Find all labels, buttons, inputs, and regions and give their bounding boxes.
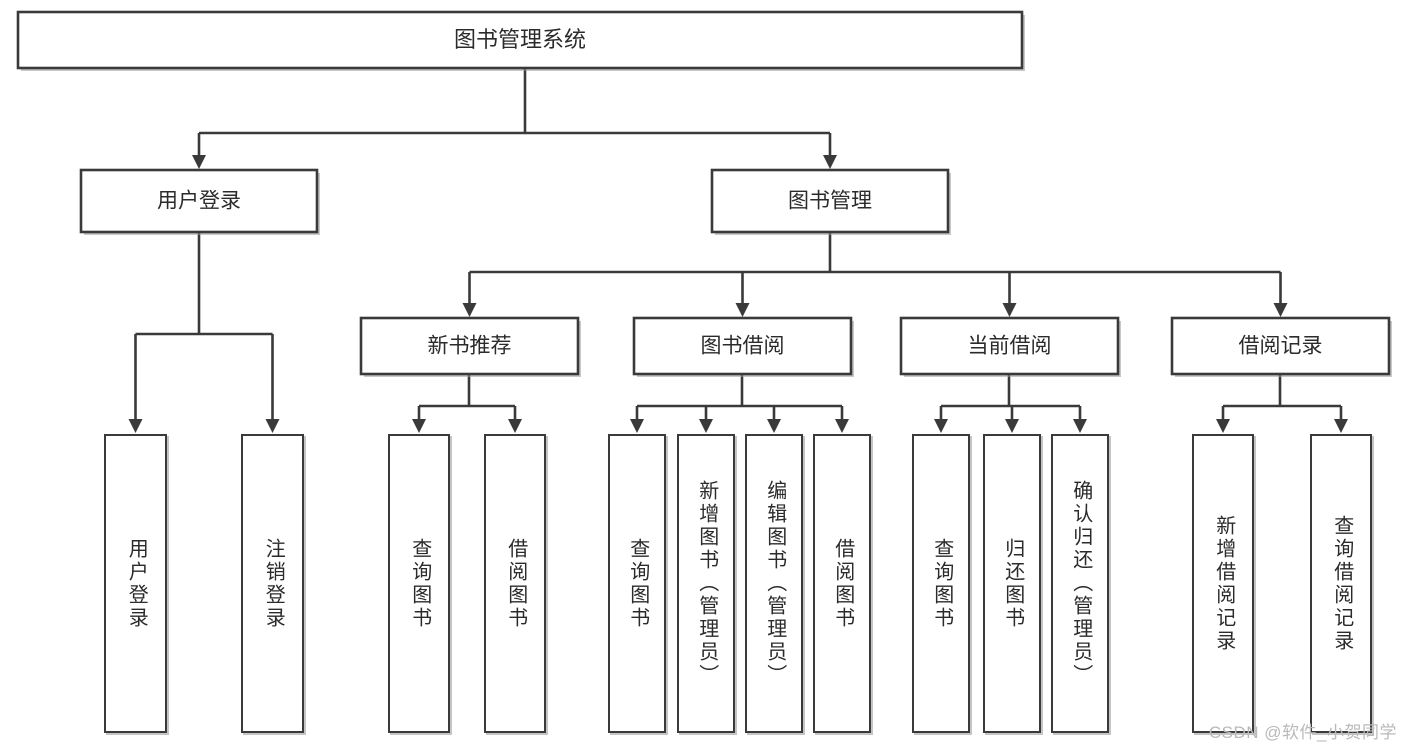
node-leaf-add-record[interactable]: 新增借阅记录	[1192, 434, 1254, 733]
node-label: 确认归还（管理员）	[1069, 480, 1092, 687]
node-leaf-query-record[interactable]: 查询借阅记录	[1310, 434, 1372, 733]
node-label: 用户登录	[157, 190, 241, 213]
node-label: 当前借阅	[968, 335, 1052, 358]
edge-new-book-rec-split	[412, 374, 522, 433]
node-label: 借阅图书	[504, 537, 527, 630]
node-leaf-query-book-bor[interactable]: 查询图书	[608, 434, 666, 733]
node-label: 查询图书	[626, 537, 649, 630]
node-leaf-return-book[interactable]: 归还图书	[983, 434, 1041, 733]
node-new-book-rec[interactable]: 新书推荐	[359, 316, 581, 377]
node-leaf-query-book-rec[interactable]: 查询图书	[388, 434, 450, 733]
edge-book-manage-split	[462, 232, 1288, 317]
node-label: 查询图书	[930, 537, 953, 630]
node-label: 编辑图书（管理员）	[763, 480, 786, 687]
node-borrow-record[interactable]: 借阅记录	[1170, 316, 1392, 377]
edges-layer	[128, 68, 1348, 433]
node-leaf-borrow-book-bor[interactable]: 借阅图书	[813, 434, 871, 733]
edge-root-split	[192, 68, 837, 169]
node-user-login[interactable]: 用户登录	[79, 168, 320, 235]
node-label: 图书管理	[788, 190, 872, 213]
node-label: 查询图书	[408, 537, 431, 630]
edge-borrow-record-split	[1216, 374, 1348, 433]
node-book-manage[interactable]: 图书管理	[710, 168, 951, 235]
node-label: 归还图书	[1001, 537, 1024, 630]
node-leaf-add-book[interactable]: 新增图书（管理员）	[677, 434, 735, 733]
node-label: 用户登录	[125, 537, 148, 630]
node-current-borrow[interactable]: 当前借阅	[899, 316, 1121, 377]
node-label: 图书借阅	[701, 335, 785, 358]
edge-user-login-split	[128, 232, 280, 433]
node-book-borrow[interactable]: 图书借阅	[632, 316, 854, 377]
node-label: 借阅图书	[831, 537, 854, 630]
node-label: 借阅记录	[1239, 335, 1323, 358]
node-label: 注销登录	[262, 537, 285, 630]
node-leaf-user-logout[interactable]: 注销登录	[241, 434, 304, 733]
node-leaf-query-book-cur[interactable]: 查询图书	[912, 434, 970, 733]
edge-book-borrow-split	[630, 374, 849, 433]
node-leaf-edit-book[interactable]: 编辑图书（管理员）	[745, 434, 803, 733]
node-leaf-confirm-return[interactable]: 确认归还（管理员）	[1051, 434, 1109, 733]
node-leaf-borrow-book-rec[interactable]: 借阅图书	[484, 434, 546, 733]
node-label: 查询借阅记录	[1330, 514, 1353, 653]
node-label: 新书推荐	[428, 335, 512, 358]
node-root[interactable]: 图书管理系统	[16, 10, 1025, 71]
node-label: 图书管理系统	[454, 27, 586, 52]
node-label: 新增图书（管理员）	[695, 480, 718, 687]
node-leaf-user-login[interactable]: 用户登录	[104, 434, 167, 733]
edge-current-borrow-split	[934, 374, 1087, 433]
node-label: 新增借阅记录	[1212, 514, 1235, 653]
